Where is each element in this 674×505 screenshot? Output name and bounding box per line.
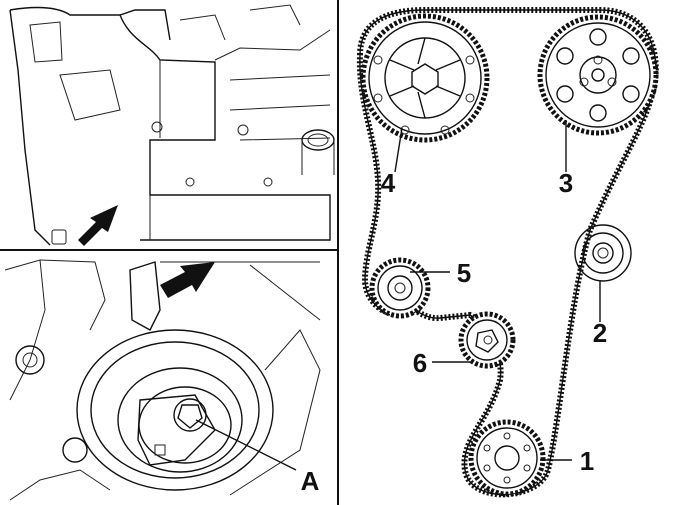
camshaft-sprocket-4: [360, 13, 490, 143]
pulley-5: [369, 257, 431, 319]
callout-5: 5: [457, 258, 471, 288]
callout-3: 3: [559, 168, 573, 198]
callout-6: 6: [413, 348, 427, 378]
callout-1: 1: [580, 446, 594, 476]
crankshaft-sprocket-1: [468, 419, 546, 497]
pointer-arrow-icon: [160, 262, 215, 298]
callout-a: A: [301, 466, 320, 496]
tensioner-pulley-6: [458, 311, 516, 369]
tensioner-view: [4, 259, 321, 501]
timing-belt: [356, 7, 659, 498]
idler-pulley-2: [574, 224, 632, 282]
engine-top-view: [9, 4, 335, 246]
callout-4: 4: [381, 168, 396, 198]
leader-lines: [195, 120, 601, 471]
camshaft-sprocket-3: [537, 14, 659, 136]
panel-dividers: [0, 0, 339, 505]
pointer-arrow-icon: [78, 205, 118, 246]
callout-labels: 4 3 2 5 6 1 A: [301, 168, 608, 496]
callout-2: 2: [593, 318, 607, 348]
